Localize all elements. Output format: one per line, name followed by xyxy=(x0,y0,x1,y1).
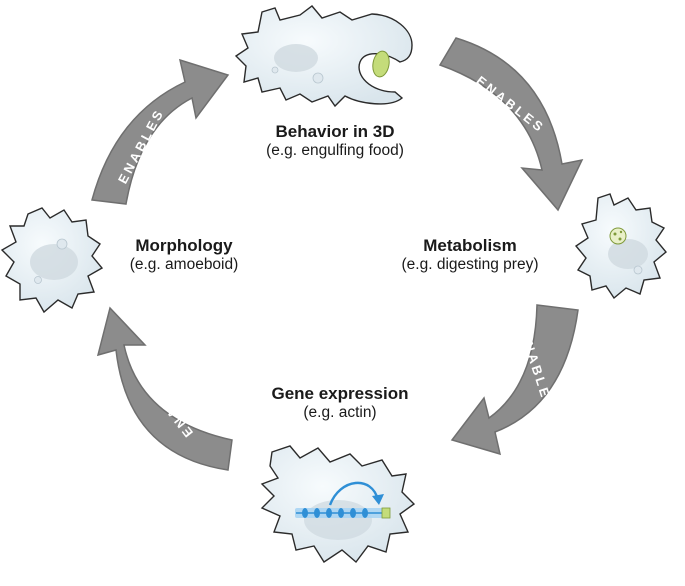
arrow-behavior-to-metabolism: ENABLES xyxy=(438,37,584,212)
behavior-title: Behavior in 3D xyxy=(275,122,395,141)
actin-gene-amoeba-icon xyxy=(260,445,416,564)
engulfing-amoeba-icon xyxy=(234,5,413,108)
gene-example: (e.g. actin) xyxy=(303,404,377,422)
gene-expression-label: Gene expression (e.g. actin) xyxy=(240,384,440,423)
gene-title: Gene expression xyxy=(271,384,409,403)
amoeboid-cell-icon xyxy=(0,207,104,314)
arrow-gene-to-morphology: ENABLES xyxy=(96,306,233,471)
morphology-title: Morphology xyxy=(135,236,233,255)
prey-icon xyxy=(372,50,390,78)
morphology-label: Morphology (e.g. amoeboid) xyxy=(106,236,262,275)
metabolism-label: Metabolism (e.g. digesting prey) xyxy=(372,236,568,275)
behavior-label: Behavior in 3D (e.g. engulfing food) xyxy=(220,122,450,161)
behavior-example: (e.g. engulfing food) xyxy=(266,142,404,160)
arrow-morphology-to-behavior: ENABLES xyxy=(91,58,230,205)
metabolism-title: Metabolism xyxy=(423,236,517,255)
transcription-arrow-icon xyxy=(328,481,380,506)
dna-strand-icon xyxy=(302,508,368,518)
digesting-amoeba-icon xyxy=(574,193,667,300)
metabolism-example: (e.g. digesting prey) xyxy=(401,256,539,274)
arrow-metabolism-to-gene: ENABLES xyxy=(450,304,579,456)
morphology-example: (e.g. amoeboid) xyxy=(129,256,239,274)
